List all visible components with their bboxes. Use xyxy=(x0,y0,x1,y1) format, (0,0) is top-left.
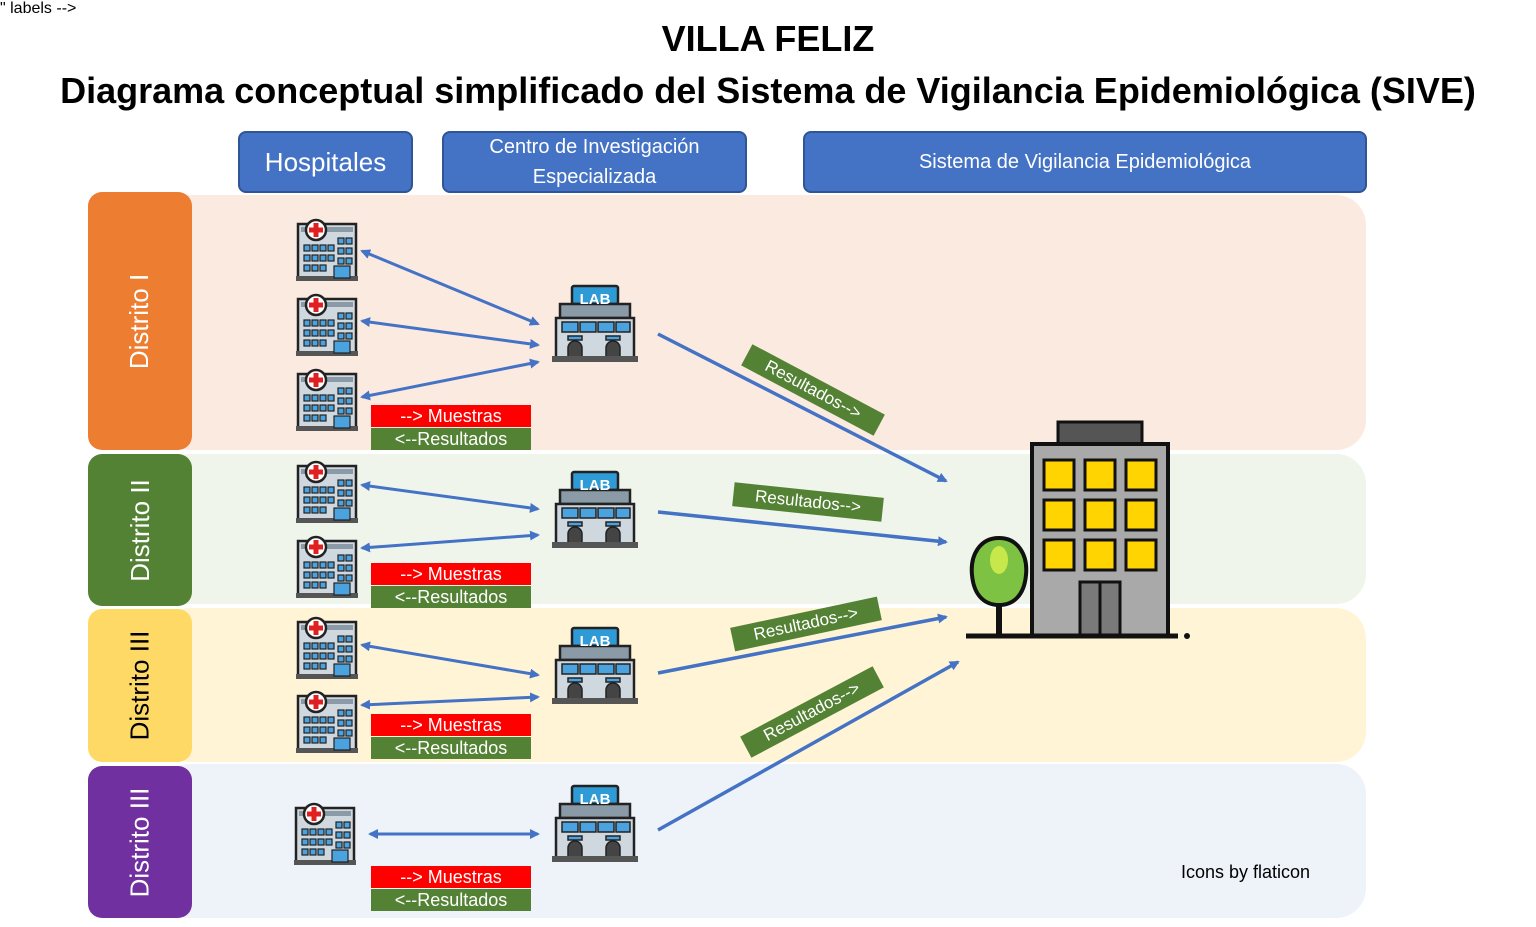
lab-icon-label: LAB xyxy=(580,291,611,308)
results-tag: <--Resultados xyxy=(371,428,531,450)
results-arrow xyxy=(657,332,948,483)
hospital-icon xyxy=(292,802,358,867)
district-label-2: Distrito II xyxy=(88,454,192,606)
lab-icon-label: LAB xyxy=(580,477,611,494)
district-band-4 xyxy=(160,764,1366,918)
hospital-icon xyxy=(294,218,360,283)
exchange-arrow xyxy=(360,481,540,513)
hospital-icon xyxy=(294,460,360,525)
district-label-1: Distrito I xyxy=(88,192,192,450)
results-arrow xyxy=(657,660,960,832)
district-label-3: Distrito III xyxy=(88,609,192,762)
exchange-arrow xyxy=(360,530,540,553)
district-label-4: Distrito III xyxy=(88,766,192,918)
page-title: VILLA FELIZ xyxy=(661,18,875,59)
samples-tag: --> Muestras xyxy=(371,563,531,585)
hospital-icon xyxy=(294,690,360,755)
samples-tag: --> Muestras xyxy=(371,714,531,736)
results-tag: <--Resultados xyxy=(371,889,531,911)
header-hospitals: Hospitales xyxy=(238,131,413,193)
results-tag: <--Resultados xyxy=(371,737,531,759)
lab-icon-label: LAB xyxy=(580,791,611,808)
icon-credit: Icons by flaticon xyxy=(1181,862,1311,882)
hospital-icon xyxy=(294,535,360,600)
surveillance-building-icon xyxy=(966,420,1190,639)
page-subtitle: Diagrama conceptual simplificado del Sis… xyxy=(60,70,1476,111)
results-arrow xyxy=(657,510,948,547)
header-research-center: Centro de Investigación Especializada xyxy=(442,131,747,193)
hospital-icon xyxy=(294,616,360,681)
results-arrow xyxy=(657,613,948,675)
exchange-arrow xyxy=(360,692,540,710)
exchange-arrow xyxy=(360,317,540,349)
lab-icon-label: LAB xyxy=(580,633,611,650)
hospital-icon xyxy=(294,368,360,433)
exchange-arrow xyxy=(360,358,540,401)
exchange-arrow xyxy=(360,249,540,326)
hospital-icon xyxy=(294,293,360,358)
exchange-arrow xyxy=(360,641,540,679)
header-surveillance-system: Sistema de Vigilancia Epidemiológica xyxy=(803,131,1367,193)
samples-tag: --> Muestras xyxy=(371,866,531,888)
samples-tag: --> Muestras xyxy=(371,405,531,427)
results-tag: <--Resultados xyxy=(371,586,531,608)
